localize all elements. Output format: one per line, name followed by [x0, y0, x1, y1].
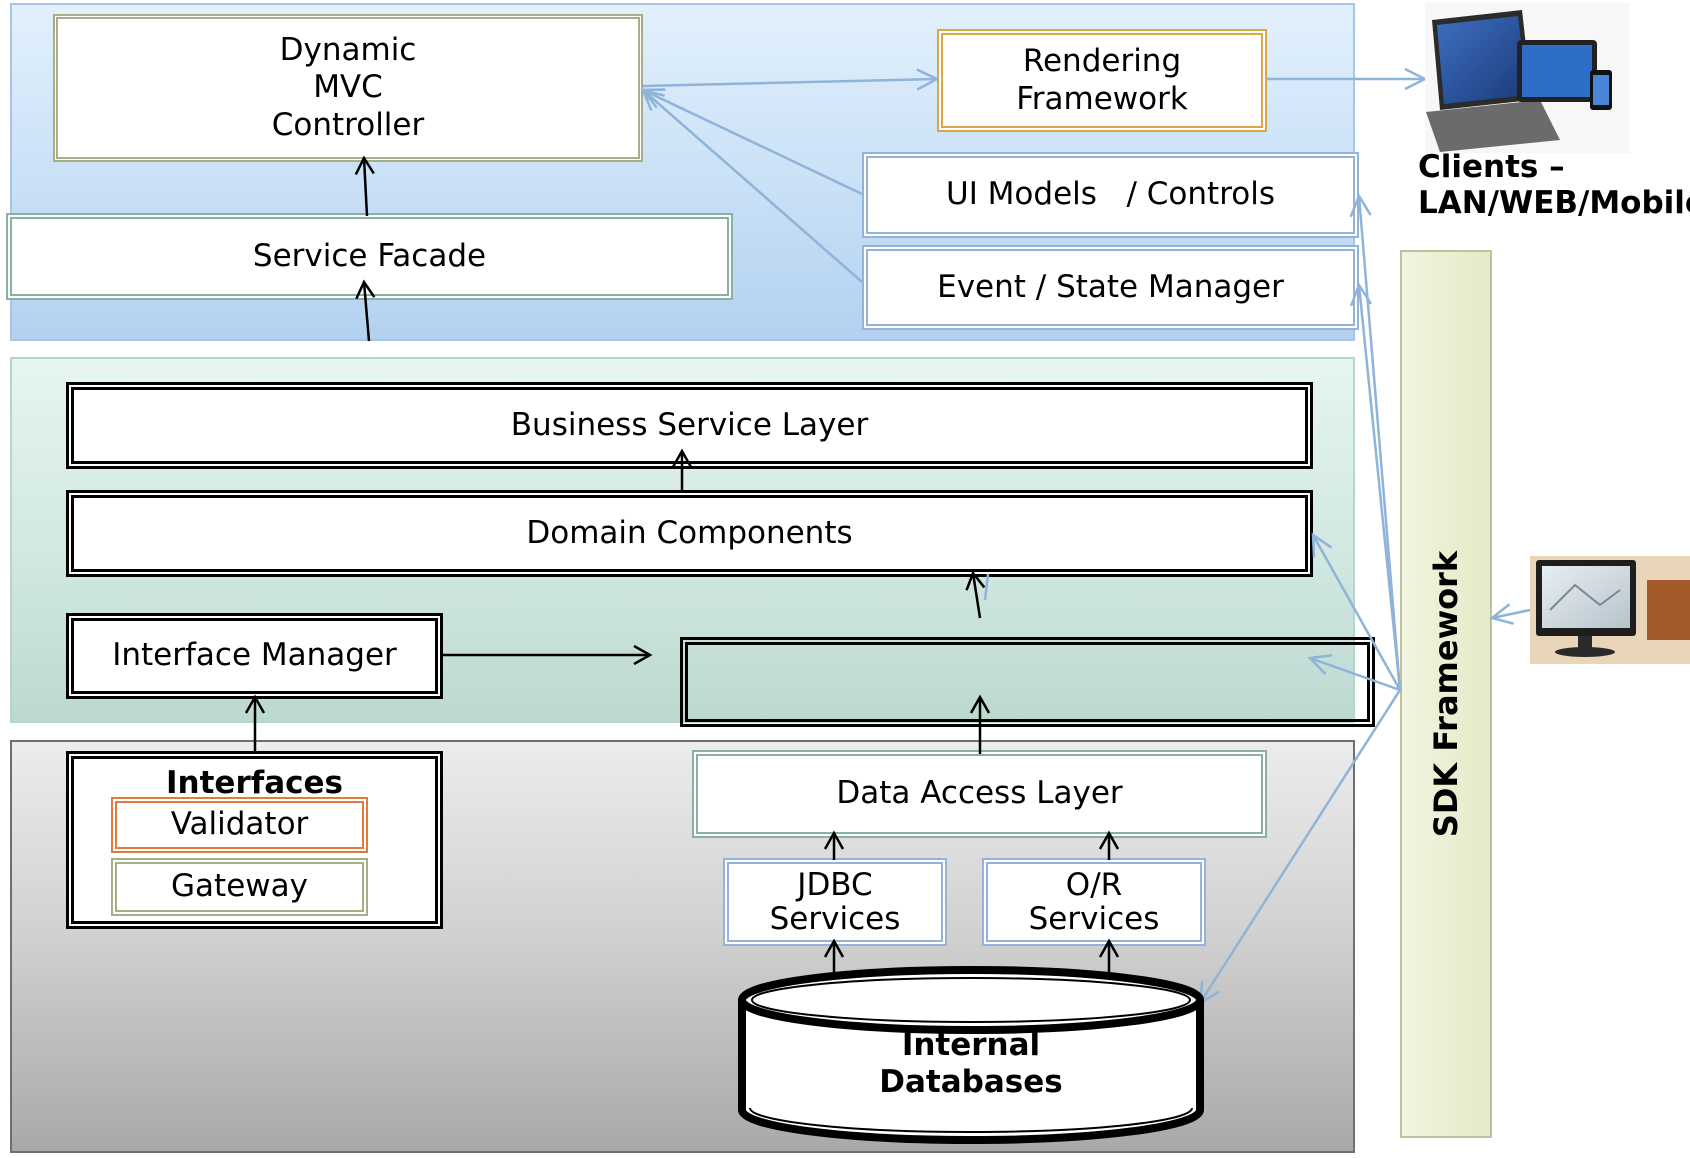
validator-box: Validator — [111, 797, 368, 853]
domain-components-box: Domain Components — [66, 490, 1313, 577]
connector-workstation-to-sdk — [1489, 603, 1531, 625]
internal-databases-cylinder — [738, 966, 1204, 1144]
blue-connectors — [640, 67, 1531, 1006]
jdbc-services-box: JDBC Services — [723, 858, 947, 946]
connector-event-to-mvc — [640, 88, 863, 283]
rendering-framework-box: Rendering Framework — [937, 29, 1267, 132]
arrow-facade-to-mvc — [354, 155, 375, 217]
connector-sdk-to-ui — [1349, 193, 1402, 691]
clients-devices-icon — [1425, 3, 1630, 153]
connector-sdk-to-hidden — [1307, 654, 1401, 692]
black-arrows — [244, 155, 1120, 983]
arrow-into-facade — [355, 279, 376, 342]
sdk-framework-bar: SDK Framework — [1400, 250, 1492, 1138]
connector-sdk-to-database — [1198, 689, 1402, 1006]
internal-databases-label: Internal Databases — [879, 1026, 1063, 1100]
hidden-box-edge — [680, 637, 1375, 727]
connector-to-domain-small — [983, 573, 990, 601]
connector-sdk-to-event — [1349, 282, 1402, 691]
ui-models-box: UI Models / Controls — [862, 152, 1359, 238]
arrow-to-domain — [965, 570, 986, 619]
clients-label: Clients – LAN/WEB/Mobile — [1418, 149, 1690, 221]
connector-ui-to-mvc — [640, 88, 863, 196]
connector-mvc-to-rendering — [642, 68, 940, 91]
gateway-box: Gateway — [111, 858, 368, 916]
workstation-icon — [1530, 556, 1690, 664]
interface-manager-box: Interface Manager — [66, 613, 443, 699]
interfaces-title: Interfaces — [166, 765, 343, 801]
connector-sdk-to-domain — [1311, 532, 1402, 691]
mvc-controller-box: Dynamic MVC Controller — [53, 14, 643, 162]
event-state-manager-box: Event / State Manager — [862, 245, 1359, 330]
or-services-box: O/R Services — [982, 858, 1206, 946]
